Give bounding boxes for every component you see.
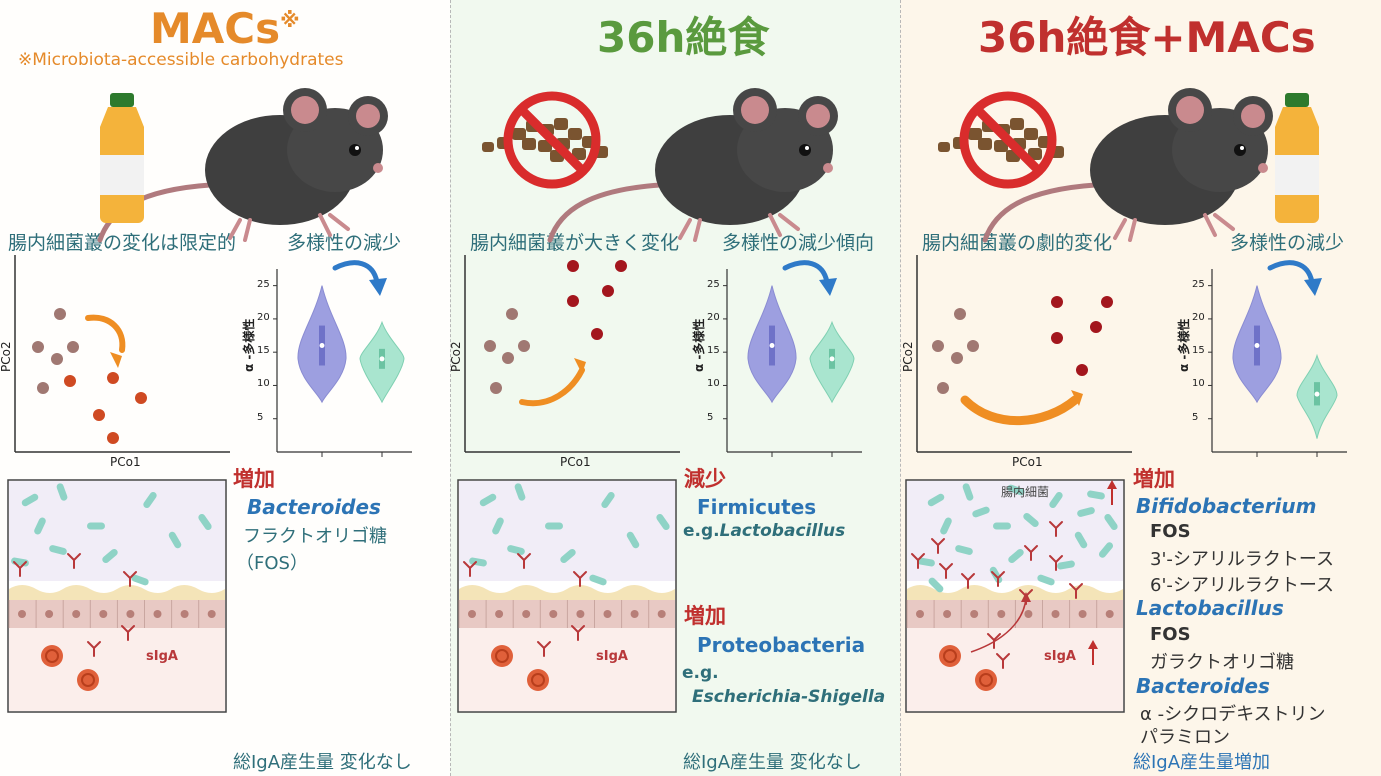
panel3-bacteria-1: Bifidobacterium <box>1136 494 1317 518</box>
pcoa-xlabel: PCo1 <box>560 455 591 469</box>
panel3-footer: 総IgA産生量増加 <box>1133 752 1271 773</box>
violin-tick-label: 20 <box>707 311 720 323</box>
violin-ylabel: α -多様性 <box>242 318 256 372</box>
violin-tick-label: 10 <box>257 378 270 390</box>
panel1-label-increase: 増加 <box>233 467 275 491</box>
panel1-subtitle: ※Microbiota-accessible carbohydrates <box>18 50 344 70</box>
panel1-substrate-2: （FOS） <box>236 553 308 574</box>
pcoa-xlabel: PCo1 <box>1012 455 1043 469</box>
violin-ylabel: α -多様性 <box>1177 318 1191 372</box>
violin-ylabel: α -多様性 <box>692 318 706 372</box>
panel1-title-mark: ※ <box>280 8 300 32</box>
panel3-bacteria-2: Lactobacillus <box>1136 596 1284 620</box>
divider-1 <box>450 0 451 776</box>
violin-tick-label: 5 <box>707 411 714 423</box>
panel3-bacteria-3: Bacteroides <box>1136 674 1270 698</box>
panel3-heading-pcoa: 腸内細菌叢の劇的変化 <box>922 232 1113 254</box>
violin-tick-label: 25 <box>257 278 270 290</box>
violin-tick-label: 10 <box>1192 378 1205 390</box>
panel1-title-text: MACs <box>150 4 281 53</box>
panel2-bacteria-1: Firmicutes <box>697 495 817 519</box>
violin-tick-label: 15 <box>1192 345 1205 357</box>
panel1-bacteria: Bacteroides <box>247 495 381 519</box>
violin-tick-label: 25 <box>707 278 720 290</box>
panel3-b3-item-2: パラミロン <box>1140 727 1230 748</box>
panel2-eg-1-prefix: e.g. <box>683 521 720 541</box>
panel2-eg-2-prefix: e.g. <box>682 663 719 683</box>
violin-tick-label: 5 <box>257 411 264 423</box>
panel3-b2-item-2: ガラクトオリゴ糖 <box>1150 652 1294 673</box>
panel1-heading-diversity: 多様性の減少 <box>287 232 402 254</box>
pcoa-ylabel: PCo2 <box>449 341 463 372</box>
panel2-footer: 総IgA産生量 変化なし <box>683 752 862 773</box>
panel3-title: 36h絶食+MACs <box>978 13 1316 62</box>
panel3-heading-diversity: 多様性の減少 <box>1230 232 1345 254</box>
panel1-footer: 総IgA産生量 変化なし <box>233 752 412 773</box>
panel2-heading-diversity: 多様性の減少傾向 <box>722 232 875 254</box>
panel2-title: 36h絶食 <box>597 13 770 62</box>
panel3-b2-item-1: FOS <box>1150 624 1191 645</box>
panel2-heading-pcoa: 腸内細菌叢が大きく変化 <box>470 232 680 254</box>
violin-tick-label: 25 <box>1192 278 1205 290</box>
violin-tick-label: 5 <box>1192 411 1199 423</box>
violin-tick-label: 20 <box>1192 311 1205 323</box>
panel2-label-increase: 増加 <box>684 604 726 628</box>
panel3-b1-item-3: 6'-シアリルラクトース <box>1150 575 1334 596</box>
panel2-eg-1: e.g.Lactobacillus <box>683 521 845 541</box>
panel3-b3-item-1: α -シクロデキストリン <box>1140 704 1326 725</box>
panel-fasting <box>450 0 900 776</box>
divider-2 <box>900 0 901 776</box>
pcoa-xlabel: PCo1 <box>110 455 141 469</box>
violin-tick-label: 20 <box>257 311 270 323</box>
panel2-eg-2: Escherichia-Shigella <box>692 687 886 707</box>
violin-tick-label: 15 <box>707 345 720 357</box>
pcoa-ylabel: PCo2 <box>0 341 13 372</box>
pcoa-ylabel: PCo2 <box>901 341 915 372</box>
panel3-label-increase: 増加 <box>1133 467 1175 491</box>
panel2-bacteria-2: Proteobacteria <box>697 633 866 657</box>
panel1-heading-pcoa: 腸内細菌叢の変化は限定的 <box>8 232 237 254</box>
panel1-substrate-1: フラクトオリゴ糖 <box>243 526 387 547</box>
violin-tick-label: 10 <box>707 378 720 390</box>
panel1-title: MACs※ <box>150 4 300 53</box>
panel-macs <box>0 0 450 776</box>
panel2-label-decrease: 減少 <box>684 467 726 491</box>
violin-tick-label: 15 <box>257 345 270 357</box>
panel3-b1-item-2: 3'-シアリルラクトース <box>1150 549 1334 570</box>
panel2-eg-1-name: Lactobacillus <box>719 521 846 541</box>
panel3-b1-item-1: FOS <box>1150 521 1191 542</box>
panel-fasting-macs <box>900 0 1381 776</box>
